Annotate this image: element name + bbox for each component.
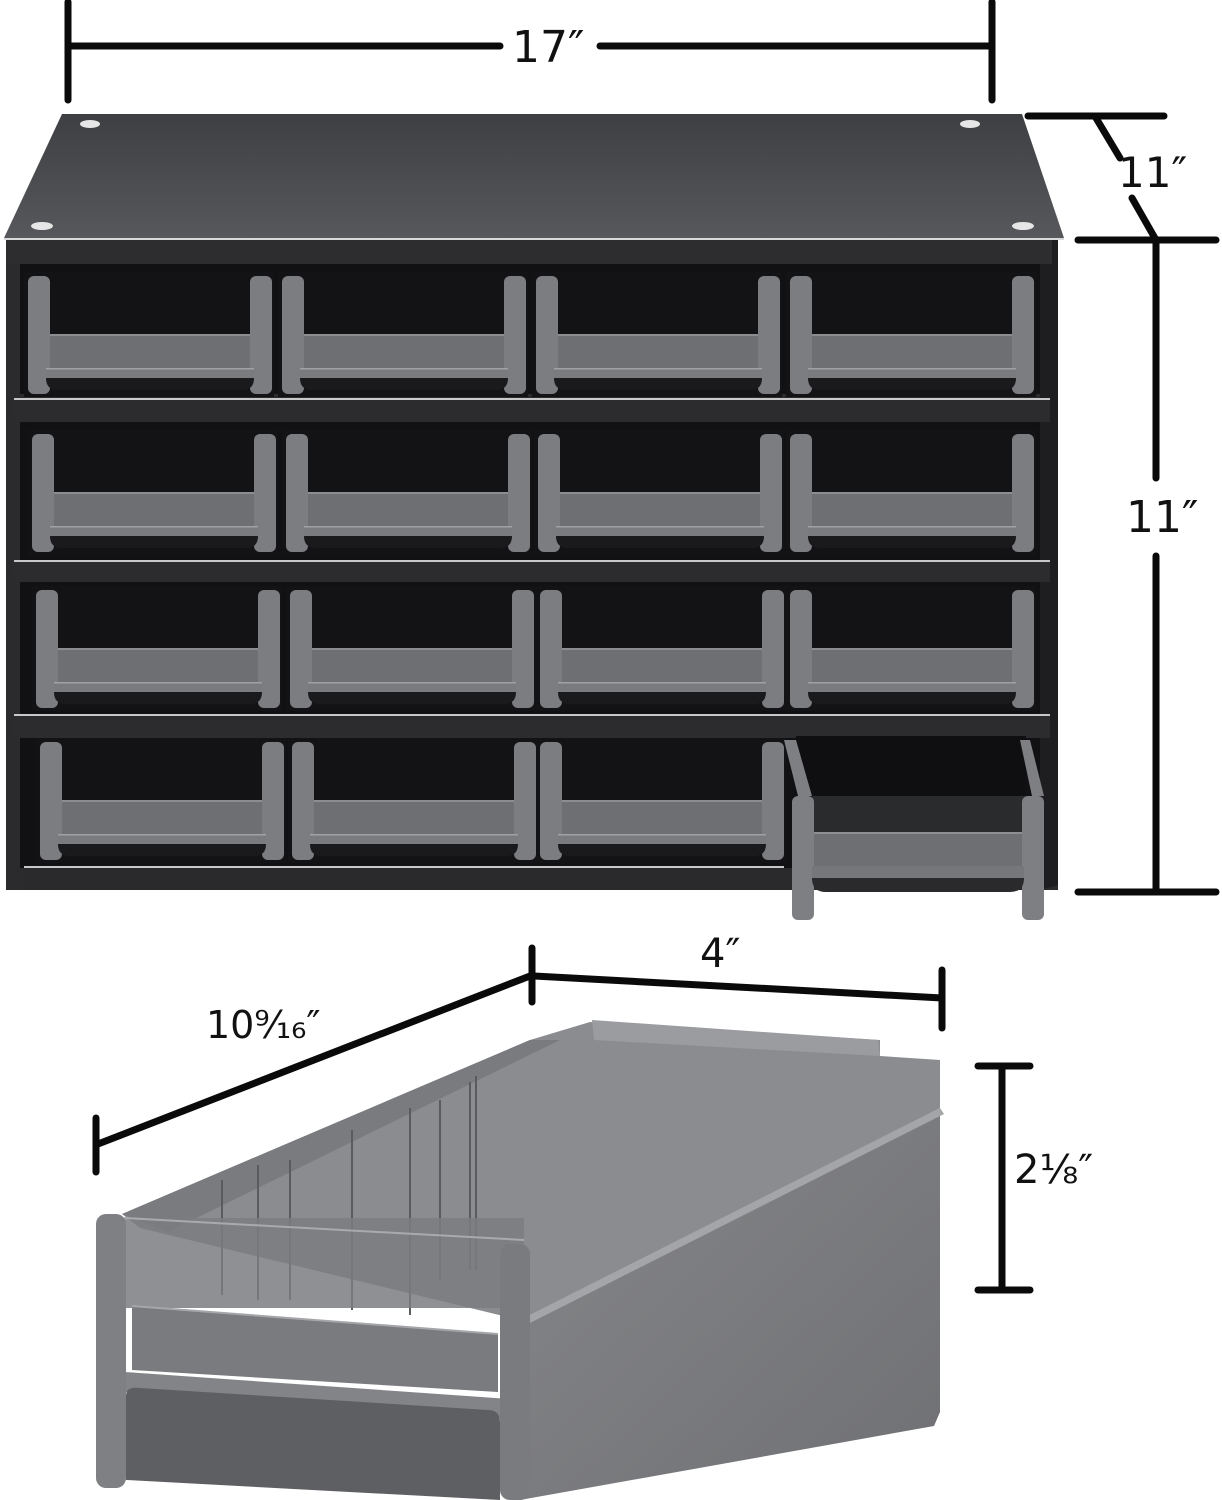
- drawer-height-label: 2⅛″: [1014, 1147, 1094, 1193]
- dimension-lines: [64, 0, 1220, 896]
- pulled-out-drawer: [784, 736, 1044, 920]
- drawer-length-label: 10⁹⁄₁₆″: [206, 1003, 321, 1047]
- drawer-dimension-lines: [92, 944, 1034, 1294]
- cabinet-cap-front-right: [1012, 222, 1034, 230]
- cabinet-width-label: 17″: [506, 26, 591, 70]
- cabinet-height-label: 11″: [1120, 496, 1205, 540]
- detached-drawer: [96, 1020, 944, 1500]
- cabinet-top: [4, 114, 1064, 238]
- drawer-row-3: [20, 582, 1040, 714]
- drawer-width-label: 4″: [700, 931, 741, 977]
- cabinet-cap-back-left: [80, 120, 100, 128]
- drawer-row-1: [20, 264, 1040, 397]
- drawer-row-2: [20, 422, 1040, 560]
- cabinet-depth-label: 11″: [1118, 148, 1188, 197]
- cabinet-cap-front-left: [31, 222, 53, 230]
- cabinet-cap-back-right: [960, 120, 980, 128]
